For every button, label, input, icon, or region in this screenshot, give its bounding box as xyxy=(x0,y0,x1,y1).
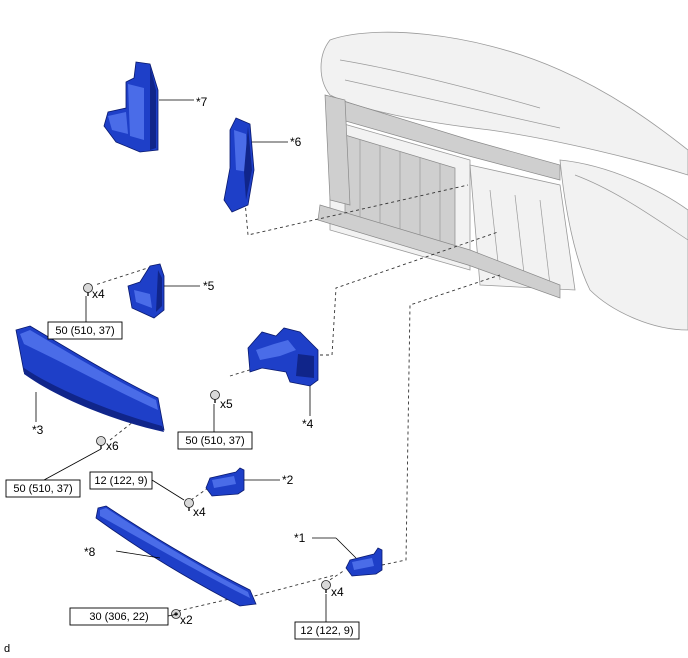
part-8-lower-beam[interactable] xyxy=(95,505,257,607)
bolt-p5 xyxy=(83,283,93,296)
part-3-bumper-reinforcement[interactable] xyxy=(15,325,165,432)
quantity-part-5-bolts: x4 xyxy=(92,287,105,301)
vehicle-front-illustration xyxy=(317,31,688,331)
quantity-part-3-bolts: x6 xyxy=(106,439,119,453)
torque-box-part-8: 30 (306, 22) xyxy=(69,607,169,626)
bolt-p4 xyxy=(210,390,220,403)
torque-value-part-5: 50 (510, 37) xyxy=(55,325,114,337)
label-part-2: *2 xyxy=(282,473,294,487)
part-6-bracket[interactable] xyxy=(223,117,255,213)
quantity-part-4-bolts: x5 xyxy=(220,397,233,411)
torque-box-part-4: 50 (510, 37) xyxy=(177,431,253,450)
label-part-6: *6 xyxy=(290,135,302,149)
torque-value-part-2: 12 (122, 9) xyxy=(94,475,147,487)
torque-box-part-2: 12 (122, 9) xyxy=(89,471,153,490)
torque-value-part-3: 50 (510, 37) xyxy=(13,483,72,495)
torque-value-part-1: 12 (122, 9) xyxy=(300,625,353,637)
label-part-8: *8 xyxy=(84,545,96,559)
part-1-bracket[interactable] xyxy=(345,547,383,577)
torque-box-part-1: 12 (122, 9) xyxy=(294,621,360,640)
label-part-4: *4 xyxy=(302,417,314,431)
torque-value-part-4: 50 (510, 37) xyxy=(185,435,244,447)
torque-box-part-5: 50 (510, 37) xyxy=(47,321,123,340)
label-part-1: *1 xyxy=(294,531,306,545)
part-7-bracket[interactable] xyxy=(103,61,159,153)
bolt-p1 xyxy=(321,580,331,593)
part-2-bracket[interactable] xyxy=(205,467,245,497)
figure-code: d xyxy=(4,643,10,655)
quantity-part-1-bolts: x4 xyxy=(331,585,344,599)
torque-box-part-3: 50 (510, 37) xyxy=(5,479,81,498)
label-part-3: *3 xyxy=(32,423,44,437)
part-5-bracket[interactable] xyxy=(127,263,165,319)
quantity-part-8-nuts: x2 xyxy=(180,613,193,627)
label-part-5: *5 xyxy=(203,279,215,293)
bolt-p3 xyxy=(96,436,106,449)
leader-lines xyxy=(35,99,357,622)
torque-value-part-8: 30 (306, 22) xyxy=(89,611,148,623)
label-part-7: *7 xyxy=(196,95,208,109)
quantity-part-2-bolts: x4 xyxy=(193,505,206,519)
bolt-p2 xyxy=(184,498,194,511)
part-4-bracket[interactable] xyxy=(247,327,319,387)
